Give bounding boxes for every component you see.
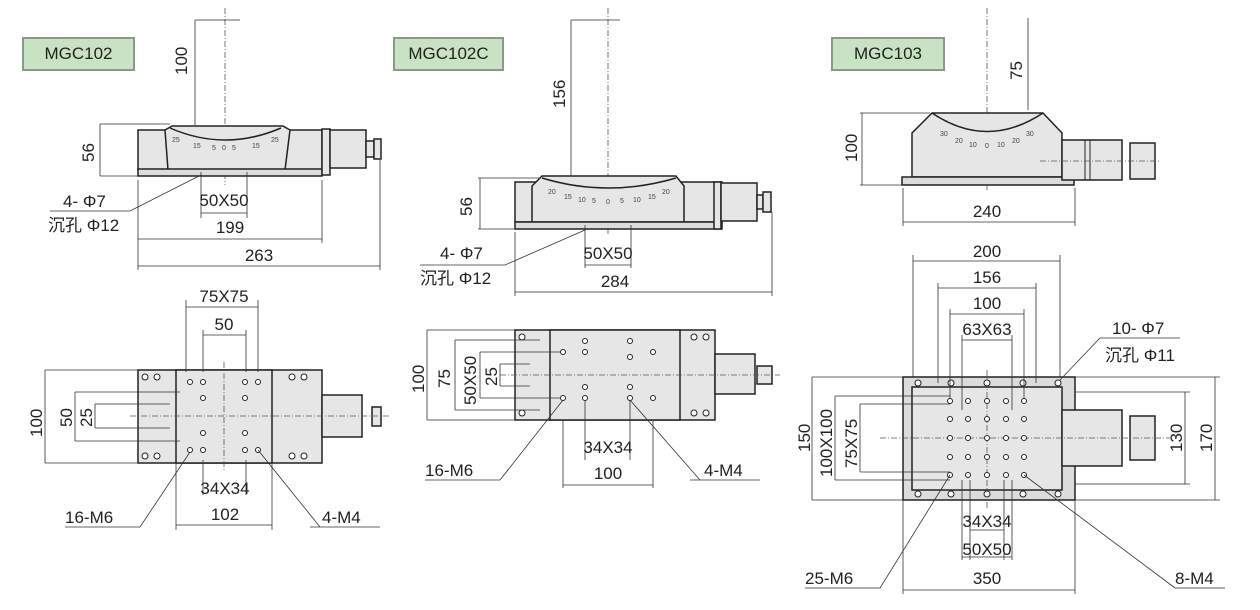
scale-label: 20 [662, 189, 670, 196]
scale-label: 5 [212, 145, 216, 152]
mgc102c-top-view: 100 75 50X50 25 34X34 100 16-M6 4-M4 [409, 329, 780, 488]
scale-label: 15 [564, 194, 572, 201]
dim-width: 100 [409, 365, 428, 393]
thread-large: 16-M6 [65, 508, 113, 527]
m6-hole-grid [947, 398, 1027, 478]
dim-50: 50 [57, 408, 76, 427]
dim-height: 75 [1007, 61, 1026, 80]
dim-100x100: 100X100 [817, 409, 836, 477]
dim-50x50: 50X50 [461, 356, 480, 405]
scale-label: 5 [232, 145, 236, 152]
dim-width: 240 [973, 202, 1001, 221]
scale-label: 10 [969, 142, 977, 149]
dim-100: 100 [973, 294, 1001, 313]
dim-thickness: 56 [79, 143, 98, 162]
dim-25: 25 [77, 408, 96, 427]
dim-width: 100 [27, 409, 46, 437]
scale-label: 0 [222, 145, 226, 152]
scale-label: 0 [985, 143, 989, 150]
thread-small: 4-M4 [322, 508, 361, 527]
hole-spec: 4- Φ7 [440, 244, 483, 263]
dim-200: 200 [973, 242, 1001, 261]
dim-156: 156 [973, 268, 1001, 287]
scale-label: 25 [271, 137, 279, 144]
counterbore-spec: 沉孔 Φ12 [48, 216, 119, 235]
dim-hole-pitch: 50X50 [583, 244, 632, 263]
thread-large: 16-M6 [425, 461, 473, 480]
mgc103-top-view: 200 156 100 63X63 10- Φ7 沉孔 Φ11 150 100X… [795, 242, 1225, 594]
dim-stage-width: 100 [594, 464, 622, 483]
counterbore-spec: 沉孔 Φ11 [1105, 346, 1175, 365]
scale-label: 20 [955, 138, 963, 145]
dim-hole-pitch: 50X50 [199, 191, 248, 210]
thread-large: 25-M6 [805, 569, 853, 588]
dim-total-length: 263 [245, 246, 273, 265]
hole-spec: 10- Φ7 [1112, 319, 1164, 338]
dim-total-length: 350 [973, 569, 1001, 588]
dim-thickness: 56 [457, 197, 476, 216]
scale-label: 10 [633, 197, 641, 204]
scale-label: 25 [172, 137, 180, 144]
dim-body-length: 199 [216, 218, 244, 237]
model-label-mgc102c: MGC102C [393, 37, 504, 71]
scale-label: 0 [606, 199, 610, 206]
scale-label: 5 [620, 198, 624, 205]
scale-label: 5 [592, 198, 596, 205]
scale-label: 20 [1012, 138, 1020, 145]
dim-height: 156 [550, 80, 569, 108]
scale-label: 15 [648, 194, 656, 201]
dim-small-pitch: 34X34 [962, 512, 1011, 531]
dim-total-length: 284 [601, 272, 629, 291]
mgc102c-side-view: 20 15 10 5 0 5 10 15 20 156 56 4- Φ7 沉孔 … [420, 8, 773, 296]
scale-label: 10 [578, 197, 586, 204]
dim-150: 150 [795, 424, 814, 452]
dim-small-pitch: 34X34 [200, 479, 249, 498]
mgc102-side-view: 25 15 5 0 5 15 25 100 56 4- Φ7 沉孔 Φ12 50… [48, 8, 382, 270]
dim-small-pitch: 34X34 [583, 438, 632, 457]
dim-thickness: 100 [842, 134, 861, 162]
dim-75x75: 75X75 [842, 419, 861, 468]
scale-label: 20 [548, 189, 556, 196]
mgc103-side-view: 30 20 10 0 10 20 30 75 100 240 [842, 8, 1160, 226]
dim-75: 75 [435, 369, 454, 388]
dim-63x63: 63X63 [962, 320, 1011, 339]
counterbore-spec: 沉孔 Φ12 [420, 269, 491, 288]
dim-stage-width: 102 [211, 505, 239, 524]
dim-pitch-50: 50X50 [962, 540, 1011, 559]
thread-small: 4-M4 [704, 461, 743, 480]
scale-label: 15 [193, 143, 201, 150]
dim-25: 25 [482, 367, 501, 386]
dim-pitch-outer: 75X75 [199, 287, 248, 306]
model-label-mgc103: MGC103 [831, 37, 945, 71]
dim-pitch-inner: 50 [215, 315, 234, 334]
scale-label: 15 [252, 143, 260, 150]
thread-small: 8-M4 [1175, 569, 1214, 588]
scale-label: 30 [940, 131, 948, 138]
dim-130: 130 [1167, 424, 1186, 452]
dim-170: 170 [1197, 424, 1216, 452]
scale-label: 30 [1026, 131, 1034, 138]
dim-height: 100 [172, 47, 191, 75]
mgc102-top-view: 75X75 50 100 50 25 34X34 102 16-M6 4-M4 [27, 287, 390, 530]
model-label-mgc102: MGC102 [22, 37, 135, 71]
hole-spec: 4- Φ7 [63, 192, 106, 211]
scale-label: 10 [997, 142, 1005, 149]
